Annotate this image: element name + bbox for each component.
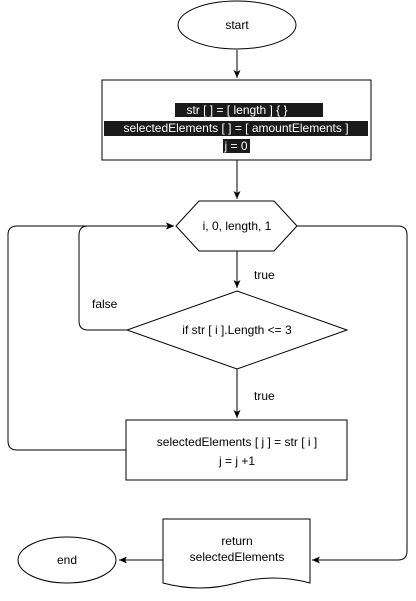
output-line1: return	[221, 534, 252, 548]
condition-label: if str [ i ].Length <= 3	[182, 323, 292, 337]
output-document	[162, 518, 311, 589]
init-line1: str [ ] = [ length ] { }	[186, 103, 287, 117]
end-terminator	[17, 536, 117, 584]
init-line3-highlight	[223, 139, 250, 153]
edge-loop-exit-to-output	[297, 225, 408, 564]
assign-line2: j = j +1	[218, 454, 255, 468]
output-line2: selectedElements	[190, 550, 285, 564]
init-line1-highlight	[175, 103, 323, 117]
condition-false-label: false	[92, 297, 118, 311]
init-line3: j = 0	[223, 139, 247, 153]
assign-line1: selectedElements [ j ] = str [ i ]	[157, 435, 317, 449]
loop-true-label: true	[254, 268, 275, 282]
init-line2: selectedElements [ ] = [ amountElements …	[123, 121, 348, 135]
condition-true-label: true	[254, 389, 275, 403]
assign-process	[125, 419, 348, 481]
start-terminator	[177, 0, 297, 50]
edge-condition-false-to-loop	[78, 222, 174, 331]
start-label: start	[225, 18, 249, 32]
edge-assign-to-loop	[7, 222, 174, 451]
init-line2-highlight	[104, 121, 368, 136]
loop-label: i, 0, length, 1	[203, 219, 272, 233]
end-label: end	[57, 553, 77, 567]
